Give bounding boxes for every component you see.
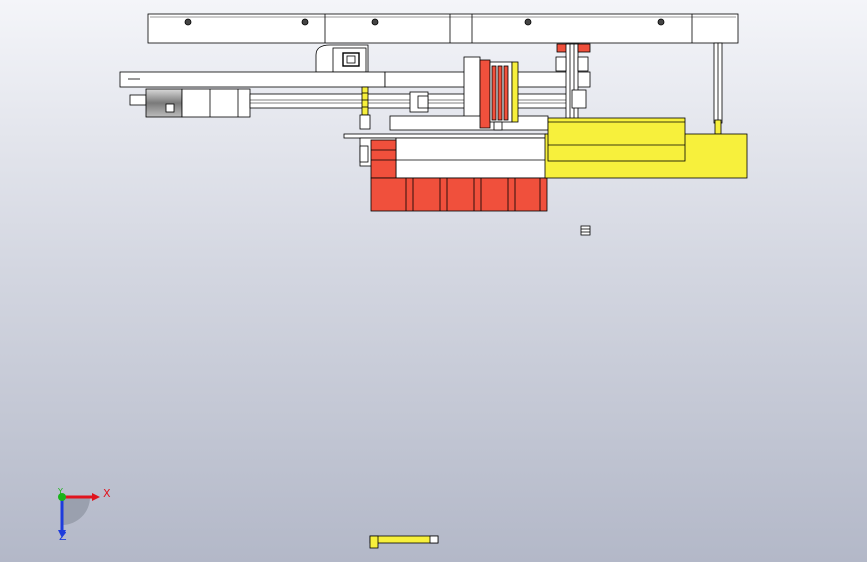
bottom-yellow-part[interactable]	[369, 535, 439, 549]
bolt-hole	[371, 18, 379, 26]
yellow-workpiece[interactable]	[544, 117, 748, 179]
bolt-hole	[301, 18, 309, 26]
bolt-hole	[184, 18, 192, 26]
bolt-hole	[524, 18, 532, 26]
x-axis-label: X	[103, 487, 111, 500]
z-axis-label: Z	[59, 530, 67, 543]
lead-screw[interactable]	[249, 91, 569, 113]
y-axis-dot	[58, 493, 66, 501]
view-orientation-triad	[58, 493, 100, 538]
small-spring[interactable]	[359, 86, 371, 130]
horizontal-rail[interactable]	[119, 71, 591, 88]
carriage-plate[interactable]	[389, 56, 549, 131]
stepper-motor[interactable]	[129, 88, 251, 118]
y-axis-label: Y	[58, 487, 63, 496]
pivot-bracket[interactable]	[315, 44, 369, 73]
guide-post[interactable]	[555, 43, 591, 125]
detail-marker[interactable]	[580, 225, 591, 236]
vertical-rod[interactable]	[713, 42, 723, 135]
top-beam[interactable]	[147, 13, 739, 44]
bolt-hole	[657, 18, 665, 26]
red-base-fixture[interactable]	[370, 139, 548, 212]
